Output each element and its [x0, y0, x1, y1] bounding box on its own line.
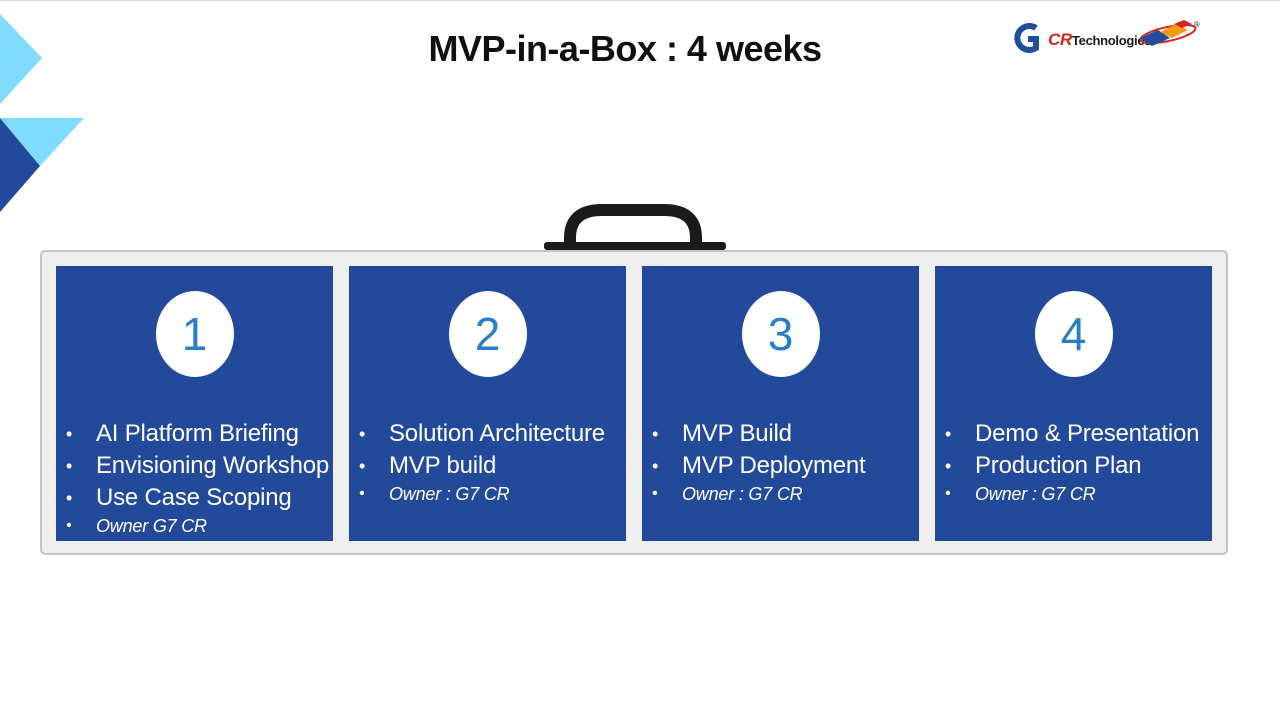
- logo-wordmark: CRTechnologies: [1048, 30, 1152, 50]
- phase-panel-2: 2 Solution Architecture MVP build Owner …: [349, 266, 626, 541]
- slide-title: MVP-in-a-Box : 4 weeks: [428, 28, 822, 69]
- phase-list-4: Demo & Presentation Production Plan Owne…: [945, 418, 1208, 506]
- phase-panel-4: 4 Demo & Presentation Production Plan Ow…: [935, 266, 1212, 541]
- deco-triangle-light: [0, 118, 84, 166]
- list-item: Solution Architecture: [359, 418, 622, 450]
- owner-label: Owner : G7 CR: [945, 482, 1208, 506]
- list-item: MVP build: [359, 450, 622, 482]
- phase-number-4: 4: [1034, 291, 1113, 377]
- owner-label: Owner : G7 CR: [359, 482, 622, 506]
- list-item: MVP Build: [652, 418, 915, 450]
- phase-number-3: 3: [741, 291, 820, 377]
- company-logo: CRTechnologies ®: [1012, 18, 1202, 56]
- phase-number-2: 2: [448, 291, 527, 377]
- logo-g-icon: [1014, 23, 1039, 53]
- phase-number-1: 1: [155, 291, 234, 377]
- logo-technologies: Technologies: [1071, 33, 1152, 48]
- list-item: AI Platform Briefing: [66, 418, 329, 450]
- phase-list-2: Solution Architecture MVP build Owner : …: [359, 418, 622, 506]
- deco-triangle-top: [0, 14, 42, 104]
- top-divider: [0, 0, 1280, 1]
- owner-label: Owner G7 CR: [66, 514, 329, 538]
- phase-list-1: AI Platform Briefing Envisioning Worksho…: [66, 418, 329, 538]
- phase-panel-3: 3 MVP Build MVP Deployment Owner : G7 CR: [642, 266, 919, 541]
- briefcase-handle: [544, 204, 726, 250]
- list-item: Envisioning Workshop: [66, 450, 329, 482]
- list-item: Use Case Scoping: [66, 482, 329, 514]
- corner-decoration: [0, 14, 84, 212]
- logo-cr: CR: [1048, 30, 1072, 49]
- logo-registered-mark: ®: [1194, 20, 1200, 29]
- logo-tiles-icon: [1139, 20, 1197, 46]
- list-item: MVP Deployment: [652, 450, 915, 482]
- list-item: Demo & Presentation: [945, 418, 1208, 450]
- list-item: Production Plan: [945, 450, 1208, 482]
- owner-label: Owner : G7 CR: [652, 482, 915, 506]
- phase-list-3: MVP Build MVP Deployment Owner : G7 CR: [652, 418, 915, 506]
- deco-triangle-dark: [0, 118, 40, 212]
- phase-panel-1: 1 AI Platform Briefing Envisioning Works…: [56, 266, 333, 541]
